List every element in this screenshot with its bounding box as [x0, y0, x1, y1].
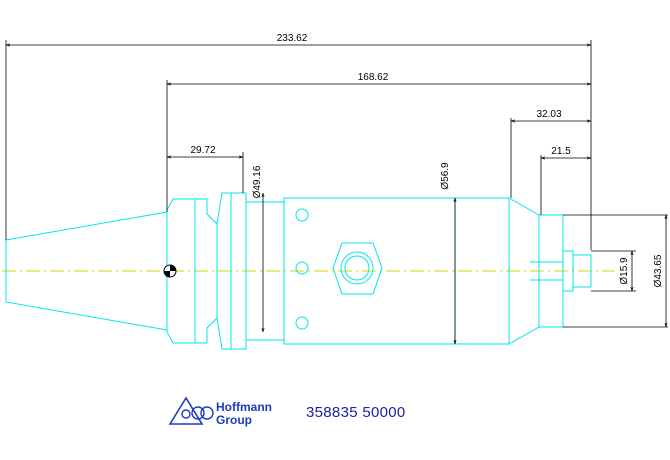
hole-mid — [295, 261, 309, 275]
dimension-lines — [5, 40, 668, 344]
part-number: 358835 50000 — [306, 404, 406, 421]
dim-overall-length: 233.62 — [277, 33, 308, 44]
dim-flange-diameter: Ø49.16 — [252, 165, 263, 198]
dim-front-length: 32.03 — [536, 109, 561, 120]
tip — [572, 254, 592, 288]
dim-body-diameter: Ø56.9 — [440, 162, 451, 190]
logo-line2: Group — [216, 413, 252, 427]
dim-length-from-flange: 168.62 — [358, 72, 389, 83]
hole-bottom — [295, 316, 309, 330]
dim-front-diameter: Ø43.65 — [653, 254, 664, 287]
hole-top — [295, 208, 309, 222]
logo-line1: Hoffmann — [216, 400, 272, 414]
dim-tip-length: 21.5 — [551, 146, 571, 157]
dim-flange-length: 29.72 — [190, 145, 215, 156]
hex-nut — [332, 242, 383, 295]
dim-tip-diameter: Ø15.9 — [619, 257, 630, 285]
logo-triangle-icon — [168, 396, 204, 425]
origin-marker — [163, 264, 177, 278]
hoffmann-logo: Hoffmann Group — [168, 396, 272, 427]
tool-holder-outline — [5, 192, 592, 350]
